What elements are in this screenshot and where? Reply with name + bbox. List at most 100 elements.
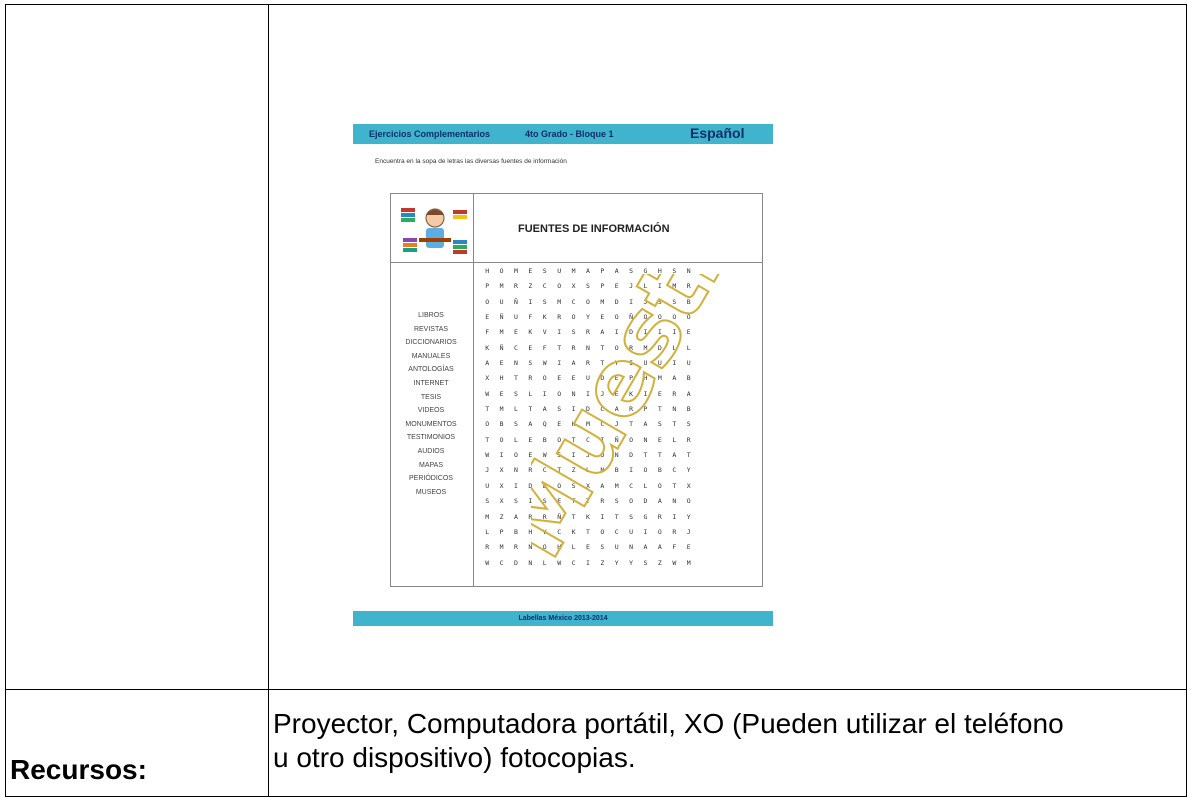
grid-letter: M xyxy=(614,481,619,490)
grid-letter: D xyxy=(600,374,605,383)
grid-letter: T xyxy=(614,512,619,521)
grid-letter: A xyxy=(614,405,619,414)
grid-letter: T xyxy=(528,405,533,414)
grid-letter: B xyxy=(657,466,662,475)
grid-letter: J xyxy=(600,389,605,398)
student-with-books-icon xyxy=(401,208,467,254)
word-list-item: INTERNET xyxy=(413,379,449,387)
grid-letter: P xyxy=(600,282,605,291)
grid-letter: S xyxy=(557,451,562,460)
grid-letter: T xyxy=(571,435,576,444)
grid-letter: M xyxy=(499,543,504,552)
grid-letter: R xyxy=(528,512,533,521)
grid-letter: R xyxy=(600,497,605,506)
grid-letter: I xyxy=(600,435,605,444)
grid-letter: A xyxy=(643,543,648,552)
grid-letter: R xyxy=(571,343,576,352)
grid-letter: C xyxy=(614,527,619,536)
grid-letter: R xyxy=(528,466,533,475)
grid-letter: M xyxy=(514,267,518,275)
grid-letter: E xyxy=(585,543,590,552)
worksheet-header-middle: 4to Grado - Bloque 1 xyxy=(525,129,614,139)
grid-letter: B xyxy=(499,420,504,429)
grid-letter: O xyxy=(686,497,691,506)
grid-letter: R xyxy=(629,343,634,352)
grid-letter: C xyxy=(542,282,547,291)
grid-letter: O xyxy=(600,451,605,460)
grid-letter: Ñ xyxy=(614,435,619,444)
grid-letter: H xyxy=(499,374,504,383)
grid-letter: Z xyxy=(600,558,605,567)
grid-letter: C xyxy=(557,527,562,536)
grid-letter: H xyxy=(643,374,648,383)
grid-letter: S xyxy=(629,512,634,521)
grid-letter: M xyxy=(485,512,490,521)
grid-letter: O xyxy=(499,267,504,275)
grid-letter: E xyxy=(557,497,562,506)
grid-letter: I xyxy=(629,466,634,475)
grid-letter: A xyxy=(600,328,605,337)
grid-letter: T xyxy=(600,343,605,352)
grid-letter: A xyxy=(600,481,605,490)
grid-letter: I xyxy=(514,481,518,490)
grid-letter: L xyxy=(542,558,547,567)
grid-letter: E xyxy=(614,389,619,398)
grid-letter: K xyxy=(629,389,634,398)
grid-letter: O xyxy=(657,313,662,322)
grid-letter: U xyxy=(657,359,662,368)
grid-letter: Z xyxy=(499,512,504,521)
grid-letter: E xyxy=(528,435,533,444)
grid-letter: I xyxy=(629,359,634,368)
content-row: Ejercicios Complementarios 4to Grado - B… xyxy=(5,4,1187,690)
grid-letter: M xyxy=(657,374,662,383)
grid-letter: D xyxy=(514,558,518,567)
grid-letter: R xyxy=(672,527,677,536)
grid-letter: E xyxy=(514,328,518,337)
grid-letter: D xyxy=(629,451,634,460)
grid-letter: O xyxy=(557,282,562,291)
grid-letter: I xyxy=(643,328,648,337)
grid-letter: E xyxy=(528,343,533,352)
grid-letter: T xyxy=(514,374,518,383)
grid-letter: S xyxy=(542,267,547,275)
grid-letter: O xyxy=(485,420,490,429)
word-list-item: TESTIMONIOS xyxy=(406,434,456,442)
grid-letter: T xyxy=(557,343,562,352)
grid-letter: R xyxy=(485,543,490,552)
resources-label: Recursos: xyxy=(10,754,147,785)
grid-letter: Y xyxy=(614,359,619,368)
grid-letter: M xyxy=(571,267,576,275)
grid-letter: A xyxy=(657,543,662,552)
grid-letter: E xyxy=(542,481,547,490)
grid-letter: T xyxy=(657,405,662,414)
grid-letter: O xyxy=(629,435,634,444)
grid-letter: K xyxy=(542,313,547,322)
grid-letter: S xyxy=(643,558,648,567)
grid-letter: R xyxy=(686,282,691,291)
grid-letter: T xyxy=(571,497,576,506)
grid-letter: W xyxy=(672,558,677,567)
document-table: Ejercicios Complementarios 4to Grado - B… xyxy=(5,4,1187,797)
grid-letter: D xyxy=(585,405,590,414)
grid-letter: S xyxy=(514,389,518,398)
grid-letter: A xyxy=(657,497,662,506)
grid-letter: Ñ xyxy=(557,512,562,521)
grid-letter: A xyxy=(614,267,619,275)
grid-letter: O xyxy=(657,481,662,490)
word-search-header: FUENTES DE INFORMACIÓN xyxy=(391,194,762,263)
grid-letter: X xyxy=(499,466,504,475)
worksheet-header-right: Español xyxy=(690,125,745,141)
word-list-item: VIDEOS xyxy=(417,407,445,415)
grid-letter: T xyxy=(657,451,662,460)
grid-letter: O xyxy=(499,435,504,444)
grid-letter: S xyxy=(557,405,562,414)
grid-letter: Z xyxy=(571,466,576,475)
worksheet-cell: Ejercicios Complementarios 4to Grado - B… xyxy=(268,4,1187,690)
grid-letter: V xyxy=(542,527,547,536)
